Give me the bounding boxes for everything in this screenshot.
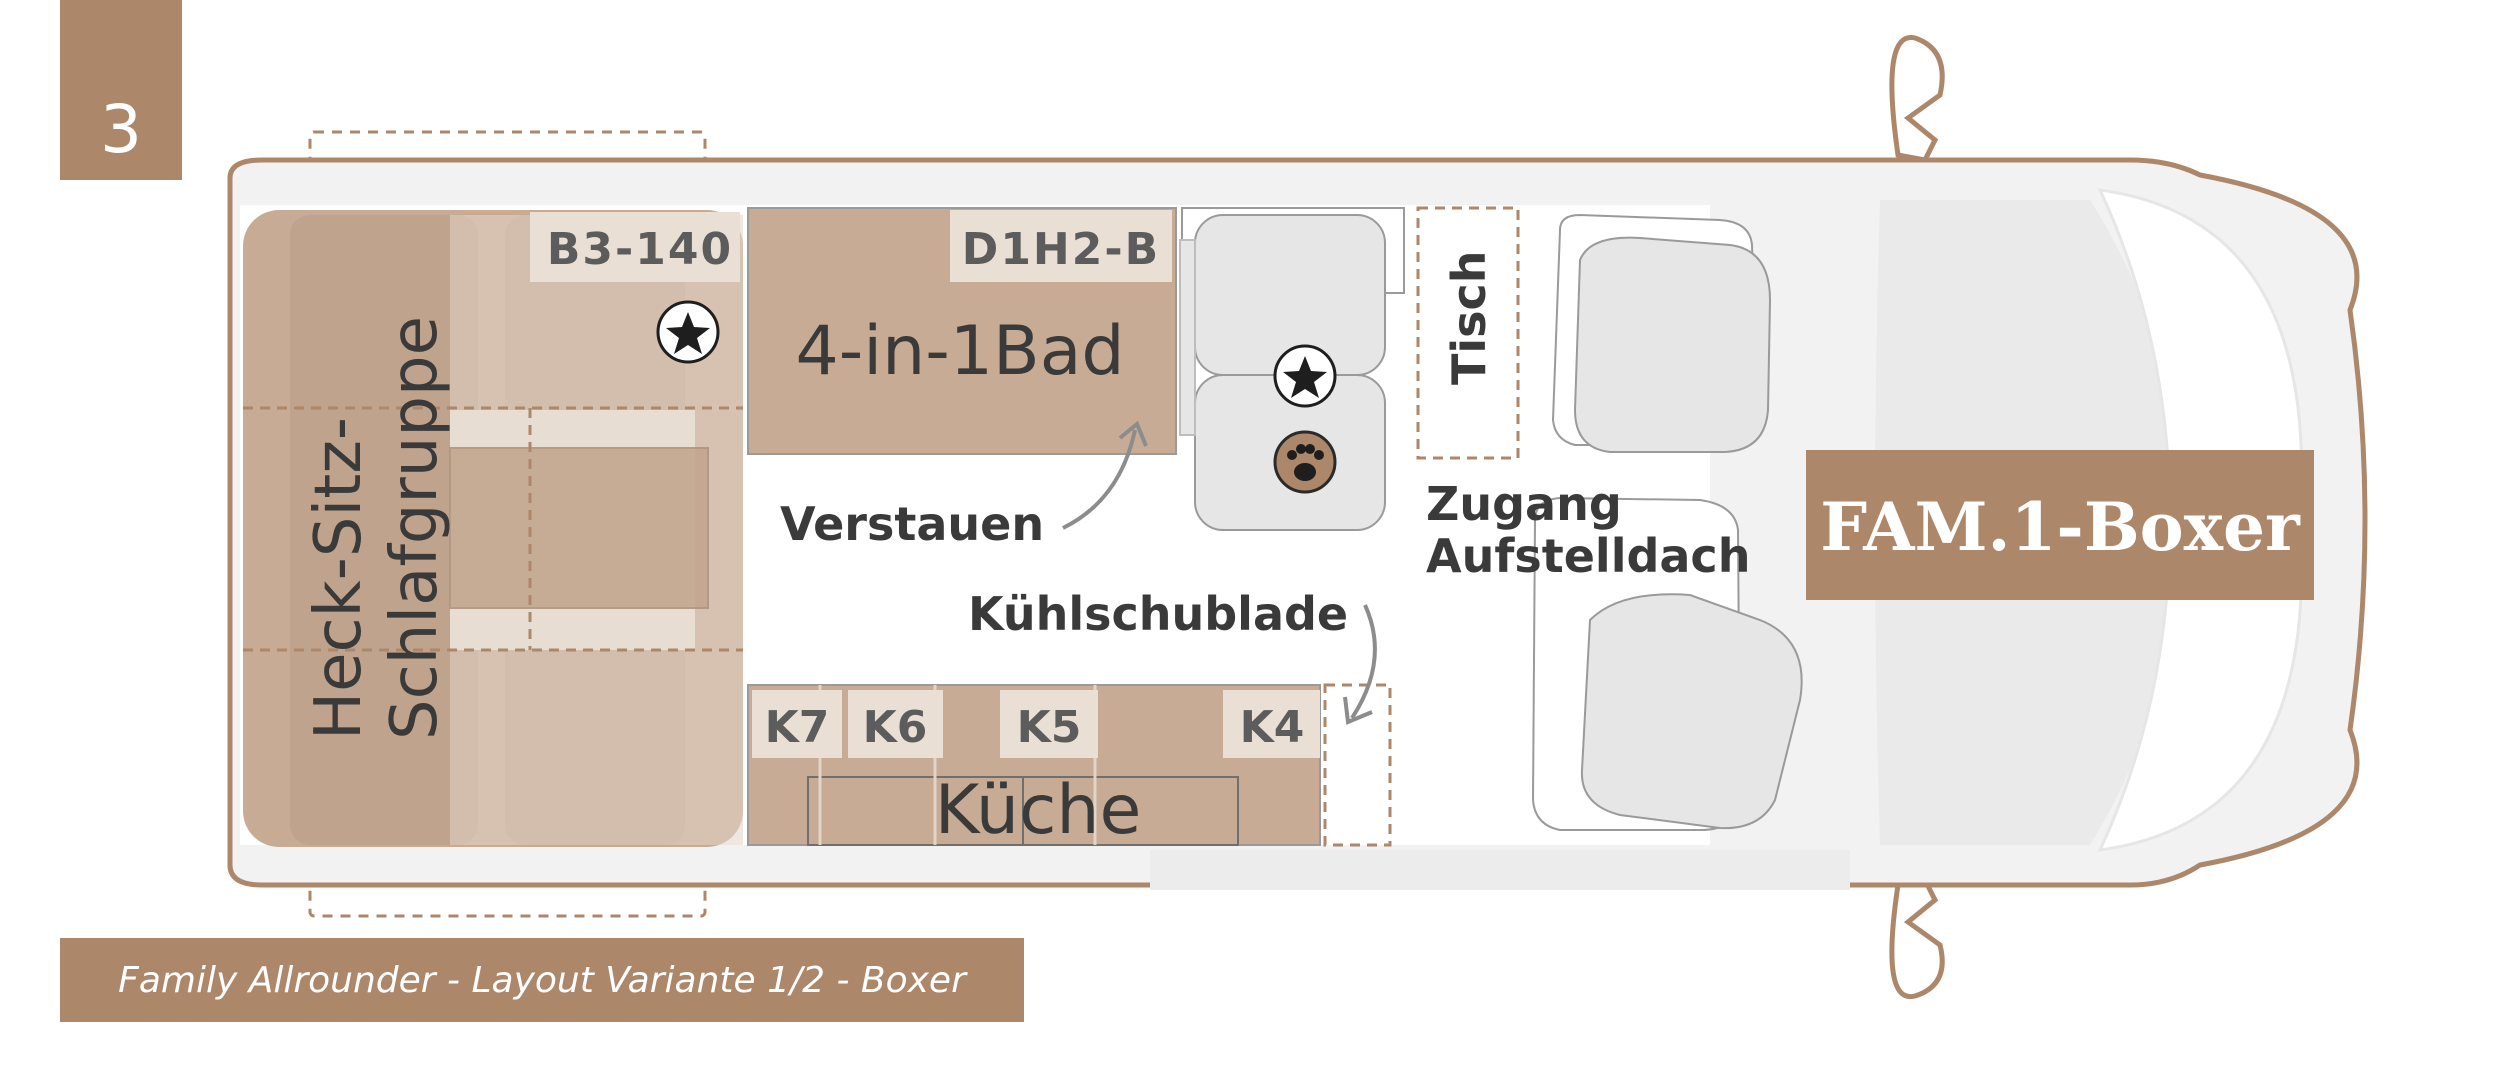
footer-text: Family Allrounder - Layout Variante 1/2 … [118,960,968,1001]
page-number: 3 [100,91,142,168]
table-label: Tisch [1442,250,1496,385]
kitchen-code-k7: K7 [765,702,830,753]
roof-access-line2: Aufstelldach [1426,529,1750,583]
rear-seating-label-line1: Heck-Sitz- [302,417,376,740]
footer-caption: Family Allrounder - Layout Variante 1/2 … [60,938,1024,1022]
kitchen-code-k4: K4 [1240,702,1305,753]
rear-seating-label: Heck-Sitz- Schlafgruppe [302,316,452,740]
roof-window-outline-bottom [308,864,707,918]
roof-access-line1: Zugang [1426,477,1622,531]
bath-block: D1H2-B 4-in-1Bad [747,207,1177,455]
bath-code: D1H2-B [962,224,1160,275]
mirror-top [1889,35,1945,163]
model-name: FAM.1-Boxer [1820,488,2301,566]
bath-label: 4-in-1Bad [795,312,1124,391]
rear-seating-group: B3-140 Heck-Sitz- Schlafgruppe [243,210,743,847]
wheel-arch-bottom [1150,850,1850,890]
kitchen-label: Küche [935,771,1142,850]
kitchen-code-k6: K6 [863,702,928,753]
mirror-bottom [1889,877,1945,1000]
roof-access-label: Zugang Aufstelldach [1426,477,1750,583]
bench-seats [1179,207,1405,531]
rear-code-box [530,212,740,282]
rear-seating-label-line2: Schlafgruppe [378,316,452,740]
fridge-arrow [1350,604,1377,720]
page-badge: 3 [60,0,182,180]
fridge-drawer-outline [1323,683,1392,847]
star-icon [656,300,720,364]
fridge-drawer-label: Kühlschublade [968,587,1348,641]
model-badge: FAM.1-Boxer [1806,450,2314,600]
fridge-arrow-head [1343,696,1373,725]
kitchen-code-k5: K5 [1017,702,1082,753]
star-icon [1273,344,1337,408]
kitchen-block: K7 K6 K5 K4 Küche [747,684,1321,850]
cab-seats [1531,213,1803,831]
storage-label: Verstauen [780,497,1044,551]
paw-icon [1273,430,1337,494]
table-outline [1416,206,1520,460]
rear-code: B3-140 [547,224,733,275]
storage-arrow [1062,429,1137,530]
storage-arrow-head [1118,420,1148,447]
